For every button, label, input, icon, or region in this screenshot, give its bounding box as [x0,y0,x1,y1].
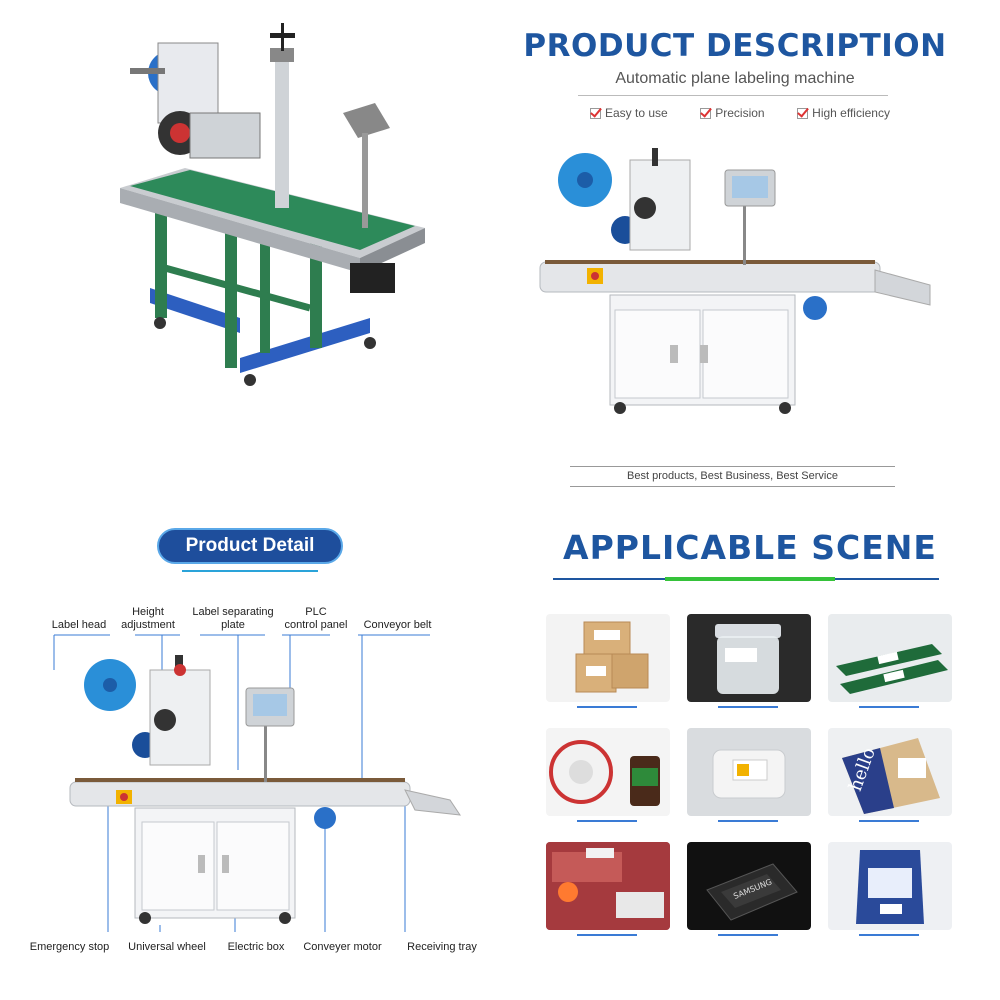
meat-packages-icon [546,842,670,930]
callout-plc-control-panel: PLC control panel [280,606,352,632]
checkbox-icon [700,107,712,119]
divider [570,486,895,487]
feature-item: Easy to use [590,106,668,120]
hero-machine-image [120,23,425,386]
tile-underline [718,820,778,822]
product-description-subtitle: Automatic plane labeling machine [615,70,855,87]
scene-tile-meat-packages [546,842,670,930]
labeling-machine-image [539,148,931,414]
callout-line: Height [132,606,164,618]
scene-tile-ssd-drive: SAMSUNG [687,842,811,930]
callout-conveyer-motor: Conveyer motor [303,941,382,953]
scene-tile-carton-boxes [546,614,670,702]
scene-tile-plastic-container [687,614,811,702]
envelope-hello-icon: hello [842,738,940,814]
carton-boxes-icon [575,621,649,693]
product-description-title: PRODUCT DESCRIPTION [523,28,947,64]
checkbox-icon [797,107,809,119]
checkbox-icon [590,107,601,119]
tile-underline [577,934,637,936]
callout-label-separating-plate: Label separating plate [188,606,278,632]
ssd-drive-icon: SAMSUNG [706,863,798,921]
product-description-footer: Best products, Best Business, Best Servi… [627,470,838,482]
tile-underline [859,934,919,936]
feature-label: Easy to use [605,106,668,120]
callout-electric-box: Electric box [227,941,285,953]
callout-line: control panel [284,619,348,631]
scene-tile-food-bag [828,842,952,930]
divider [578,95,888,96]
callout-conveyor-belt: Conveyor belt [363,619,432,631]
callout-height-adjustment: Height adjustment [118,606,178,632]
tile-underline [577,706,637,708]
plastic-container-icon [715,624,781,694]
callout-receiving-tray: Receiving tray [407,941,477,953]
callout-label-head: Label head [51,619,107,631]
feature-label: Precision [715,106,765,120]
feature-item: High efficiency [797,106,890,120]
callout-universal-wheel: Universal wheel [128,941,206,953]
scene-tile-label-rolls-and-jar [546,728,670,816]
divider [570,466,895,467]
tile-underline [859,820,919,822]
tile-underline [718,706,778,708]
callout-line: Label separating [192,606,274,618]
divider [182,570,318,572]
product-detail-diagram [53,634,462,932]
memory-modules-icon [836,644,948,694]
applicable-scene-title: APPLICABLE SCENE [563,528,937,567]
scene-tile-memory-modules [828,614,952,702]
food-bag-icon [856,850,924,924]
scene-tile-labeled-tray [687,728,811,816]
scene-tile-envelope-hello: hello [828,728,952,816]
feature-label: High efficiency [812,106,890,120]
tile-underline [718,934,778,936]
labeled-tray-icon [712,749,786,799]
callout-emergency-stop: Emergency stop [29,941,110,953]
callout-line: PLC [305,606,327,618]
product-detail-title: Product Detail [157,528,343,564]
tile-underline [577,820,637,822]
feature-item: Precision [700,106,765,120]
label-rolls-and-jar-icon [549,740,660,806]
feature-list: Easy to use Precision High efficiency [590,106,890,120]
callout-line: adjustment [121,619,175,631]
divider-accent [665,577,835,581]
callout-line: plate [221,619,245,631]
tile-underline [859,706,919,708]
